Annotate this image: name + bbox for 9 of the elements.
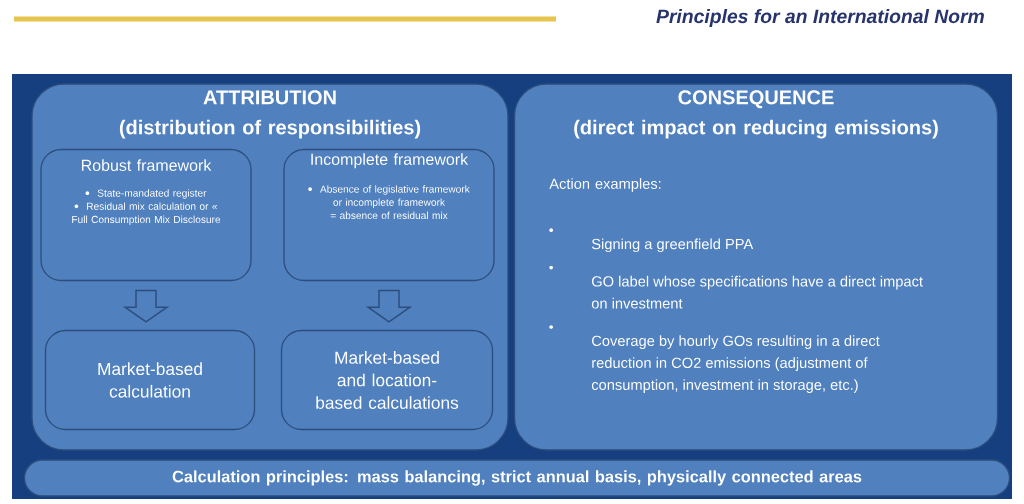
principles-band: Calculation principles: mass balancing, strict annual basis, physically connected areas <box>23 459 1011 497</box>
page-title: Principles for an International Norm <box>656 9 984 27</box>
hollow-arrow <box>122 289 170 323</box>
result-box: Market-based calculation <box>44 329 256 431</box>
section-panel: CONSEQUENCE (direct impact on reducing emissions) Action examples: Signing a greenfield PPA GO label whose specifications have a direct impact on investment Coverage by hourly GOs resulting in a direct reduction in CO2 emissions (adjustment of consumption, investment in storage, etc.) <box>513 83 999 451</box>
result-box: Market-based and location-based calculations <box>280 329 494 431</box>
framework-box: Robust framework State-mandated register Residual mix calculation or « Full Consumption Mix Disclosure <box>40 148 252 282</box>
hollow-arrow <box>365 289 413 323</box>
framework-box: Incomplete framework Absence of legislative framework or incomplete framework = absence of residual mix <box>283 148 495 282</box>
